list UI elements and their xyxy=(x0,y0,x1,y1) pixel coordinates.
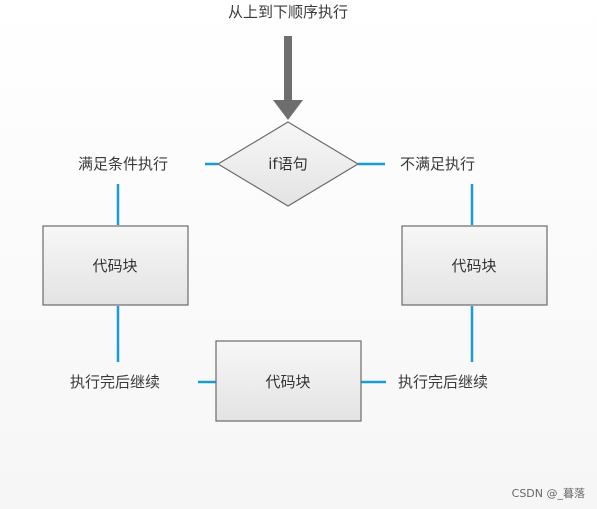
decision-diamond xyxy=(216,121,360,207)
code-block-right xyxy=(401,225,548,306)
code-block-bottom-label: 代码块 xyxy=(265,373,310,391)
decision-label: if语句 xyxy=(268,155,307,173)
continue-right-label: 执行完后继续 xyxy=(398,373,488,391)
code-block-left xyxy=(42,225,189,306)
watermark-label: CSDN @_暮落 xyxy=(512,486,585,500)
title-label: 从上到下顺序执行 xyxy=(228,3,348,21)
branch-false-label: 不满足执行 xyxy=(400,155,475,173)
down-arrow xyxy=(273,36,303,120)
code-block-bottom xyxy=(215,340,362,422)
branch-true-label: 满足条件执行 xyxy=(78,155,168,173)
code-block-right-label: 代码块 xyxy=(451,257,496,275)
continue-left-label: 执行完后继续 xyxy=(70,373,160,391)
code-block-left-label: 代码块 xyxy=(92,257,137,275)
